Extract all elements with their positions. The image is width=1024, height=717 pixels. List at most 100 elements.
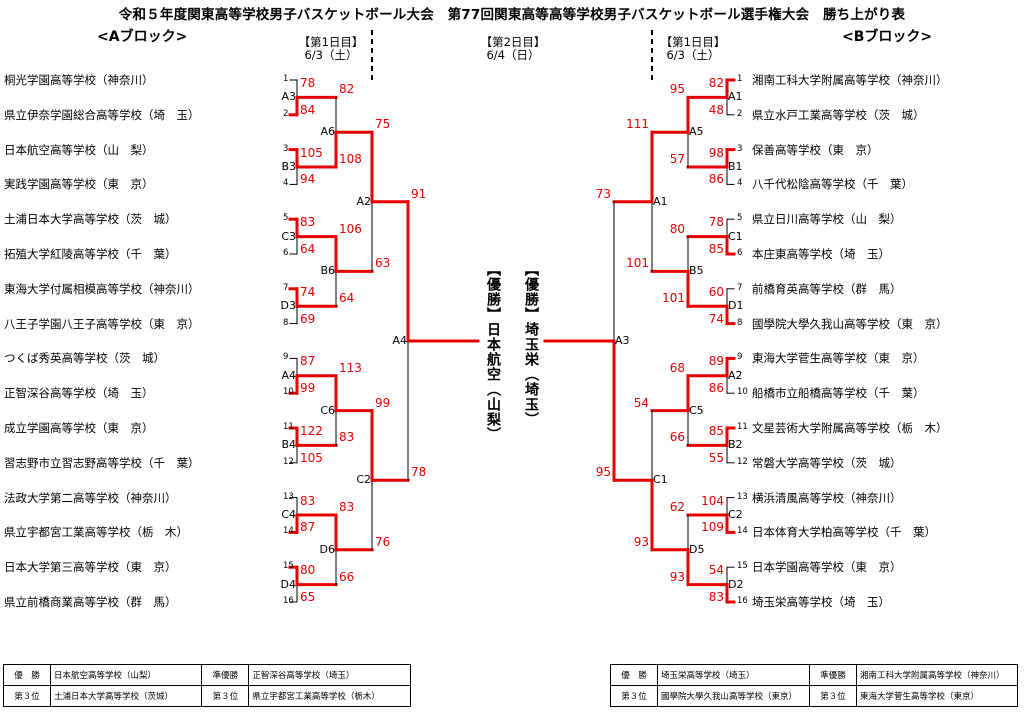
match-label: A4 (392, 334, 407, 347)
team-name: 県立水戸工業高等学校（茨 城） (752, 107, 925, 122)
match-label: A2 (356, 194, 371, 208)
results-table-right: 優 勝 埼玉栄高等学校（埼玉） 準優勝 湘南工科大学附属高等学校（神奈川） 第３… (610, 664, 1019, 707)
match-label: B2 (728, 438, 743, 452)
score-top: 122 (300, 424, 323, 438)
score-bottom: 87 (300, 520, 316, 535)
score-bottom: 86 (708, 381, 724, 396)
match-label: C3 (281, 229, 296, 243)
score-top: 98 (708, 145, 724, 160)
seed-number: 9 (283, 352, 289, 363)
match-label: A3 (615, 334, 630, 347)
day2-date: 6/4（日） (486, 48, 540, 62)
score-bottom: 109 (701, 520, 724, 535)
match-label: A6 (320, 125, 335, 139)
seed-number: 11 (737, 422, 748, 432)
score-bottom: 93 (669, 569, 685, 584)
runnerup-label: 準優勝 (201, 664, 250, 686)
match-label: D2 (728, 577, 744, 591)
seed-number: 1 (737, 74, 743, 84)
score-top: 83 (300, 215, 316, 230)
score-bottom: 66 (339, 569, 355, 584)
score-top: 74 (300, 284, 316, 299)
seed-number: 11 (283, 422, 294, 432)
team-name: 法政大学第二高等学校（神奈川） (4, 490, 177, 505)
winner-label: 優 勝 (610, 664, 658, 686)
match-label: A4 (281, 368, 296, 382)
seed-number: 13 (283, 491, 294, 502)
score-top: 85 (708, 424, 724, 438)
seed-number: 15 (737, 561, 748, 572)
team-name: 船橋市立船橋高等学校（千 葉） (752, 386, 925, 401)
score-bottom: 85 (708, 242, 724, 256)
score-bottom: 78 (411, 465, 427, 480)
match-label: D4 (280, 577, 296, 591)
seed-number: 2 (283, 108, 289, 119)
team-name: 東海大学付属相模高等学校（神奈川） (4, 281, 200, 296)
score-bottom: 83 (339, 430, 355, 445)
team-name: 横浜清風高等学校（神奈川） (752, 490, 902, 505)
score-top: 104 (701, 493, 724, 508)
score-top: 111 (626, 117, 649, 132)
score-bottom: 76 (375, 534, 391, 549)
score-top: 75 (375, 117, 391, 132)
score-bottom: 105 (300, 450, 323, 465)
score-bottom: 74 (708, 311, 724, 326)
team-name: 拓殖大学紅陵高等学校（千 葉） (4, 247, 177, 261)
score-bottom: 57 (669, 152, 685, 166)
results-table-left: 優 勝 日本航空高等学校（山梨） 準優勝 正智深谷高等学校（埼玉） 第３位 土浦… (3, 664, 411, 707)
score-bottom: 101 (626, 256, 649, 271)
page-title: 令和５年度関東高等学校男子バスケットボール大会 第77回関東高等高等学校男子バス… (118, 7, 906, 23)
score-bottom: 66 (669, 430, 685, 445)
runnerup-team: 正智深谷高等学校（埼玉） (248, 664, 411, 686)
seed-number: 7 (737, 282, 743, 293)
team-name: 成立学園高等学校（東 京） (4, 421, 154, 435)
seed-number: 1 (283, 74, 289, 84)
third-label: 第３位 (610, 685, 658, 707)
score-top: 82 (708, 76, 724, 90)
team-name: 日本航空高等学校（山 梨） (4, 142, 154, 157)
runnerup-team: 湘南工科大学附属高等学校（神奈川） (855, 664, 1019, 686)
team-name: 県立伊奈学園総合高等学校（埼 玉） (4, 107, 200, 122)
team-name: 土浦日本大学高等学校（茨 城） (4, 212, 177, 227)
score-bottom: 64 (300, 242, 316, 256)
team-name: 東海大学菅生高等学校（東 京） (752, 351, 925, 366)
day2-header: 【第2日目】 6/4（日） (478, 36, 548, 62)
score-top: 54 (633, 395, 649, 410)
match-label: C6 (320, 403, 335, 417)
score-bottom: 55 (708, 450, 724, 465)
day1-header-right: 【第1日目】 6/3（土） (658, 36, 728, 62)
day2-label: 【第2日目】 (480, 35, 546, 49)
score-top: 83 (339, 500, 355, 514)
score-top: 80 (669, 221, 685, 236)
score-bottom: 101 (662, 291, 685, 306)
match-label: D1 (728, 299, 744, 313)
winner-label: 優 勝 (3, 664, 51, 686)
seed-number: 4 (283, 178, 289, 189)
team-name: 文星芸術大学附属高等学校（栃 木） (752, 421, 948, 435)
team-name: 県立前橋商業高等学校（群 馬） (4, 595, 177, 609)
team-name: 県立宇都宮工業高等学校（栃 木） (4, 525, 188, 540)
seed-number: 8 (283, 317, 289, 328)
team-name: 日本学園高等学校（東 京） (752, 560, 902, 575)
seed-number: 9 (737, 352, 743, 363)
champion-right: 【優勝】埼玉栄（埼玉） (523, 262, 539, 427)
score-bottom: 48 (708, 102, 724, 117)
team-name: 國學院大學久我山高等学校（東 京） (752, 316, 948, 331)
team-name: 前橋育英高等学校（群 馬） (752, 281, 902, 296)
score-bottom: 99 (300, 381, 316, 396)
seed-number: 13 (737, 491, 748, 502)
score-top: 62 (669, 500, 685, 514)
score-bottom: 64 (339, 291, 355, 306)
seed-number: 14 (283, 526, 294, 537)
match-label: B4 (281, 438, 296, 452)
score-bottom: 69 (300, 311, 316, 326)
match-label: A5 (689, 125, 704, 139)
match-label: A1 (728, 90, 743, 104)
team-name: 日本大学第三高等学校（東 京） (4, 560, 177, 575)
match-label: B1 (728, 160, 743, 173)
score-top: 95 (669, 82, 685, 97)
score-top: 105 (300, 145, 323, 160)
third-team-1: 土浦日本大学高等学校（茨城） (49, 685, 203, 707)
match-label: D3 (280, 299, 296, 313)
